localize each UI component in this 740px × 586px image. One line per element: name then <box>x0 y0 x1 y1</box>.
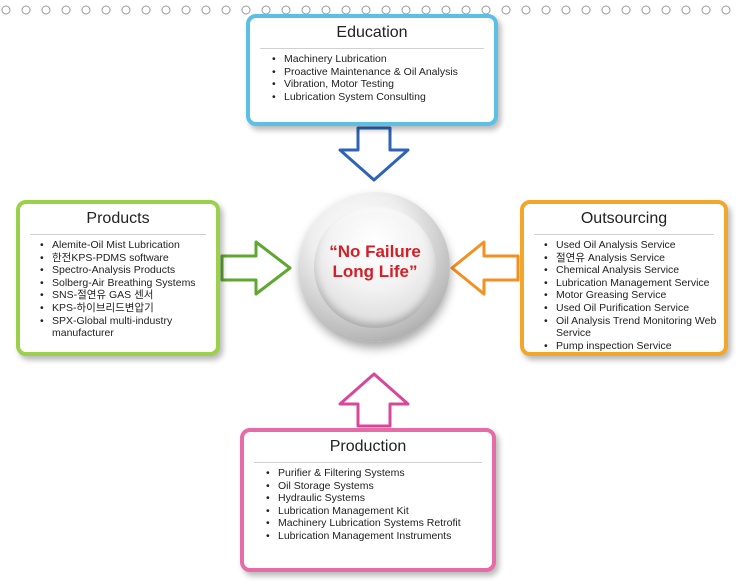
list-item: Spectro-Analysis Products <box>40 264 216 277</box>
list-item: Machinery Lubrication Systems Retrofit <box>266 517 492 530</box>
border-dot <box>701 5 711 15</box>
list-item: Proactive Maintenance & Oil Analysis <box>272 66 494 79</box>
list-item: Alemite-Oil Mist Lubrication <box>40 239 216 252</box>
border-dot <box>141 5 151 15</box>
border-dot <box>621 5 631 15</box>
education-divider <box>260 48 484 49</box>
border-dot <box>121 5 131 15</box>
border-dot <box>81 5 91 15</box>
border-dot <box>661 5 671 15</box>
center-sphere-inner: “No Failure Long Life” <box>314 206 436 328</box>
border-dot <box>161 5 171 15</box>
border-dot <box>721 5 731 15</box>
decorative-dot-border <box>1 5 731 15</box>
list-item: Vibration, Motor Testing <box>272 78 494 91</box>
education-list: Machinery LubricationProactive Maintenan… <box>250 53 494 103</box>
list-item: Lubrication Management Instruments <box>266 530 492 543</box>
center-sphere: “No Failure Long Life” <box>300 192 450 342</box>
list-item: Hydraulic Systems <box>266 492 492 505</box>
list-item: Solberg-Air Breathing Systems <box>40 277 216 290</box>
border-dot <box>561 5 571 15</box>
border-dot <box>501 5 511 15</box>
border-dot <box>101 5 111 15</box>
list-item: Pump inspection Service <box>544 340 724 353</box>
border-dot <box>181 5 191 15</box>
products-box: Products Alemite-Oil Mist Lubrication한전K… <box>16 200 220 356</box>
border-dot <box>681 5 691 15</box>
slogan-line-1: “No Failure <box>329 242 421 261</box>
border-dot <box>61 5 71 15</box>
production-box: Production Purifier & Filtering SystemsO… <box>240 428 496 572</box>
arrow-up-production <box>338 372 410 428</box>
outsourcing-list: Used Oil Analysis Service절연유 Analysis Se… <box>524 239 724 352</box>
list-item: SPX-Global multi-industry manufacturer <box>40 315 216 340</box>
list-item: Used Oil Purification Service <box>544 302 724 315</box>
production-divider <box>254 462 482 463</box>
list-item: Chemical Analysis Service <box>544 264 724 277</box>
border-dot <box>581 5 591 15</box>
border-dot <box>201 5 211 15</box>
border-dot <box>1 5 11 15</box>
arrow-right-products <box>220 240 292 296</box>
border-dot <box>41 5 51 15</box>
list-item: Lubrication System Consulting <box>272 91 494 104</box>
slogan-line-2: Long Life” <box>332 262 418 281</box>
arrow-down-education <box>338 126 410 182</box>
outsourcing-box: Outsourcing Used Oil Analysis Service절연유… <box>520 200 728 356</box>
production-title: Production <box>329 438 407 455</box>
list-item: Lubrication Management Kit <box>266 505 492 518</box>
list-item: Machinery Lubrication <box>272 53 494 66</box>
border-dot <box>241 5 251 15</box>
slogan-text: “No Failure Long Life” <box>314 242 436 282</box>
list-item: 절연유 Analysis Service <box>544 252 724 265</box>
education-title: Education <box>336 24 408 41</box>
border-dot <box>21 5 31 15</box>
list-item: Used Oil Analysis Service <box>544 239 724 252</box>
products-title: Products <box>86 210 150 227</box>
list-item: Motor Greasing Service <box>544 289 724 302</box>
list-item: Oil Storage Systems <box>266 480 492 493</box>
list-item: KPS-하이브리드변압기 <box>40 302 216 315</box>
border-dot <box>221 5 231 15</box>
production-list: Purifier & Filtering SystemsOil Storage … <box>244 467 492 543</box>
products-list: Alemite-Oil Mist Lubrication한전KPS-PDMS s… <box>20 239 216 340</box>
list-item: Oil Analysis Trend Monitoring Web Servic… <box>544 315 724 340</box>
border-dot <box>601 5 611 15</box>
list-item: Purifier & Filtering Systems <box>266 467 492 480</box>
outsourcing-title: Outsourcing <box>580 210 668 227</box>
outsourcing-divider <box>534 234 714 235</box>
list-item: 한전KPS-PDMS software <box>40 252 216 265</box>
education-box: Education Machinery LubricationProactive… <box>246 14 498 126</box>
border-dot <box>641 5 651 15</box>
products-divider <box>30 234 206 235</box>
arrow-left-outsourcing <box>450 240 520 296</box>
list-item: SNS-절연유 GAS 센서 <box>40 289 216 302</box>
border-dot <box>521 5 531 15</box>
border-dot <box>541 5 551 15</box>
list-item: Lubrication Management Service <box>544 277 724 290</box>
